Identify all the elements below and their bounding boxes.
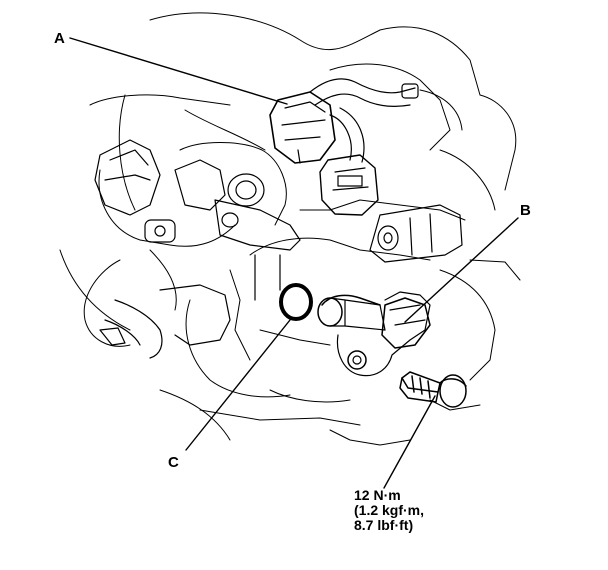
torque-spec-line-2: (1.2 kgf·m, — [354, 502, 425, 518]
torque-spec-line-3: 8.7 lbf·ft) — [354, 517, 414, 533]
leader-line-b — [404, 217, 519, 323]
engine-block-outline — [59, 12, 521, 446]
connector-a — [269, 78, 419, 164]
sensor-b — [317, 291, 431, 377]
o-ring-c — [279, 283, 313, 321]
leader-lines — [69, 37, 519, 489]
torque-spec-line-1: 12 N·m — [354, 487, 401, 503]
leader-line-torque — [383, 395, 436, 489]
right-bolt-assembly — [369, 204, 463, 263]
mounting-bolt — [399, 371, 467, 408]
leader-line-c — [185, 319, 291, 451]
callout-label-b: B — [520, 202, 531, 219]
callout-label-c: C — [168, 454, 179, 471]
mount-bracket — [94, 139, 226, 243]
callout-label-a: A — [54, 30, 65, 47]
secondary-connector — [319, 154, 379, 216]
sensor-housing-boss — [214, 173, 301, 301]
hose-left — [99, 284, 231, 359]
leader-line-a — [69, 37, 288, 105]
torque-spec: 12 N·m (1.2 kgf·m, 8.7 lbf·ft) — [354, 488, 424, 533]
